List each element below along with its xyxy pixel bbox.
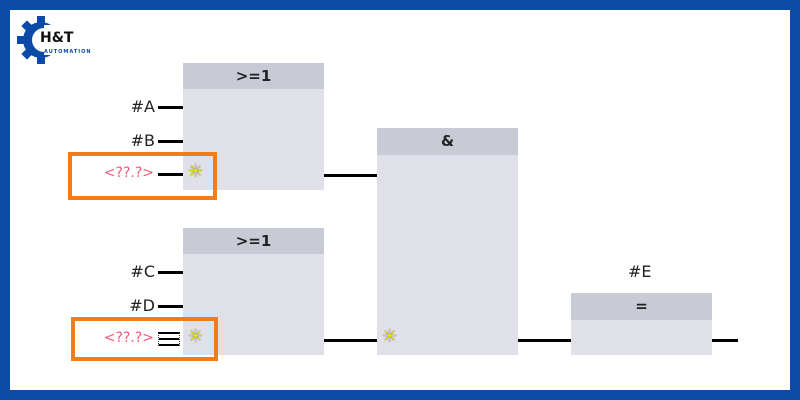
missing-operand-1[interactable]: <??.?> <box>103 165 154 181</box>
error-highlight-1 <box>68 152 217 200</box>
input-d-wire <box>158 305 183 308</box>
assign-block-title: = <box>571 293 712 320</box>
diagram-canvas: H&T AUTOMATION >=1 #A #B <??.?> ✳ >=1 #C… <box>10 10 790 390</box>
input-d-label[interactable]: #D <box>129 296 155 315</box>
and-block[interactable]: & <box>377 128 518 355</box>
or-block-1[interactable]: >=1 <box>183 63 324 190</box>
missing-operand-2[interactable]: <??.?> <box>103 330 154 346</box>
error-highlight-2 <box>71 317 218 361</box>
input-c-label[interactable]: #C <box>130 262 155 281</box>
gear-icon <box>17 16 66 64</box>
add-input-icon[interactable]: ✳ <box>188 326 204 347</box>
and-output-wire <box>518 339 571 342</box>
or-block-2[interactable]: >=1 <box>183 228 324 355</box>
and-block-title: & <box>377 128 518 155</box>
input-b-label[interactable]: #B <box>130 131 155 150</box>
input-a-label[interactable]: #A <box>130 97 155 116</box>
or1-output-wire <box>324 174 377 177</box>
output-e-label[interactable]: #E <box>628 262 652 281</box>
logo-text: H&T <box>40 30 74 46</box>
or2-output-wire <box>324 339 377 342</box>
input-c-wire <box>158 271 183 274</box>
logo: H&T AUTOMATION <box>16 12 96 68</box>
add-input-icon[interactable]: ✳ <box>382 326 398 347</box>
or-block-2-title: >=1 <box>183 228 324 254</box>
assign-output-wire <box>712 339 738 342</box>
or-block-1-title: >=1 <box>183 63 324 89</box>
input-a-wire <box>158 106 183 109</box>
logo-subtext: AUTOMATION <box>44 49 92 55</box>
add-input-icon[interactable]: ✳ <box>188 161 204 182</box>
negation-box-icon <box>158 332 180 346</box>
assign-block[interactable]: = <box>571 293 712 355</box>
input-missing-1-wire <box>158 173 183 176</box>
input-b-wire <box>158 140 183 143</box>
